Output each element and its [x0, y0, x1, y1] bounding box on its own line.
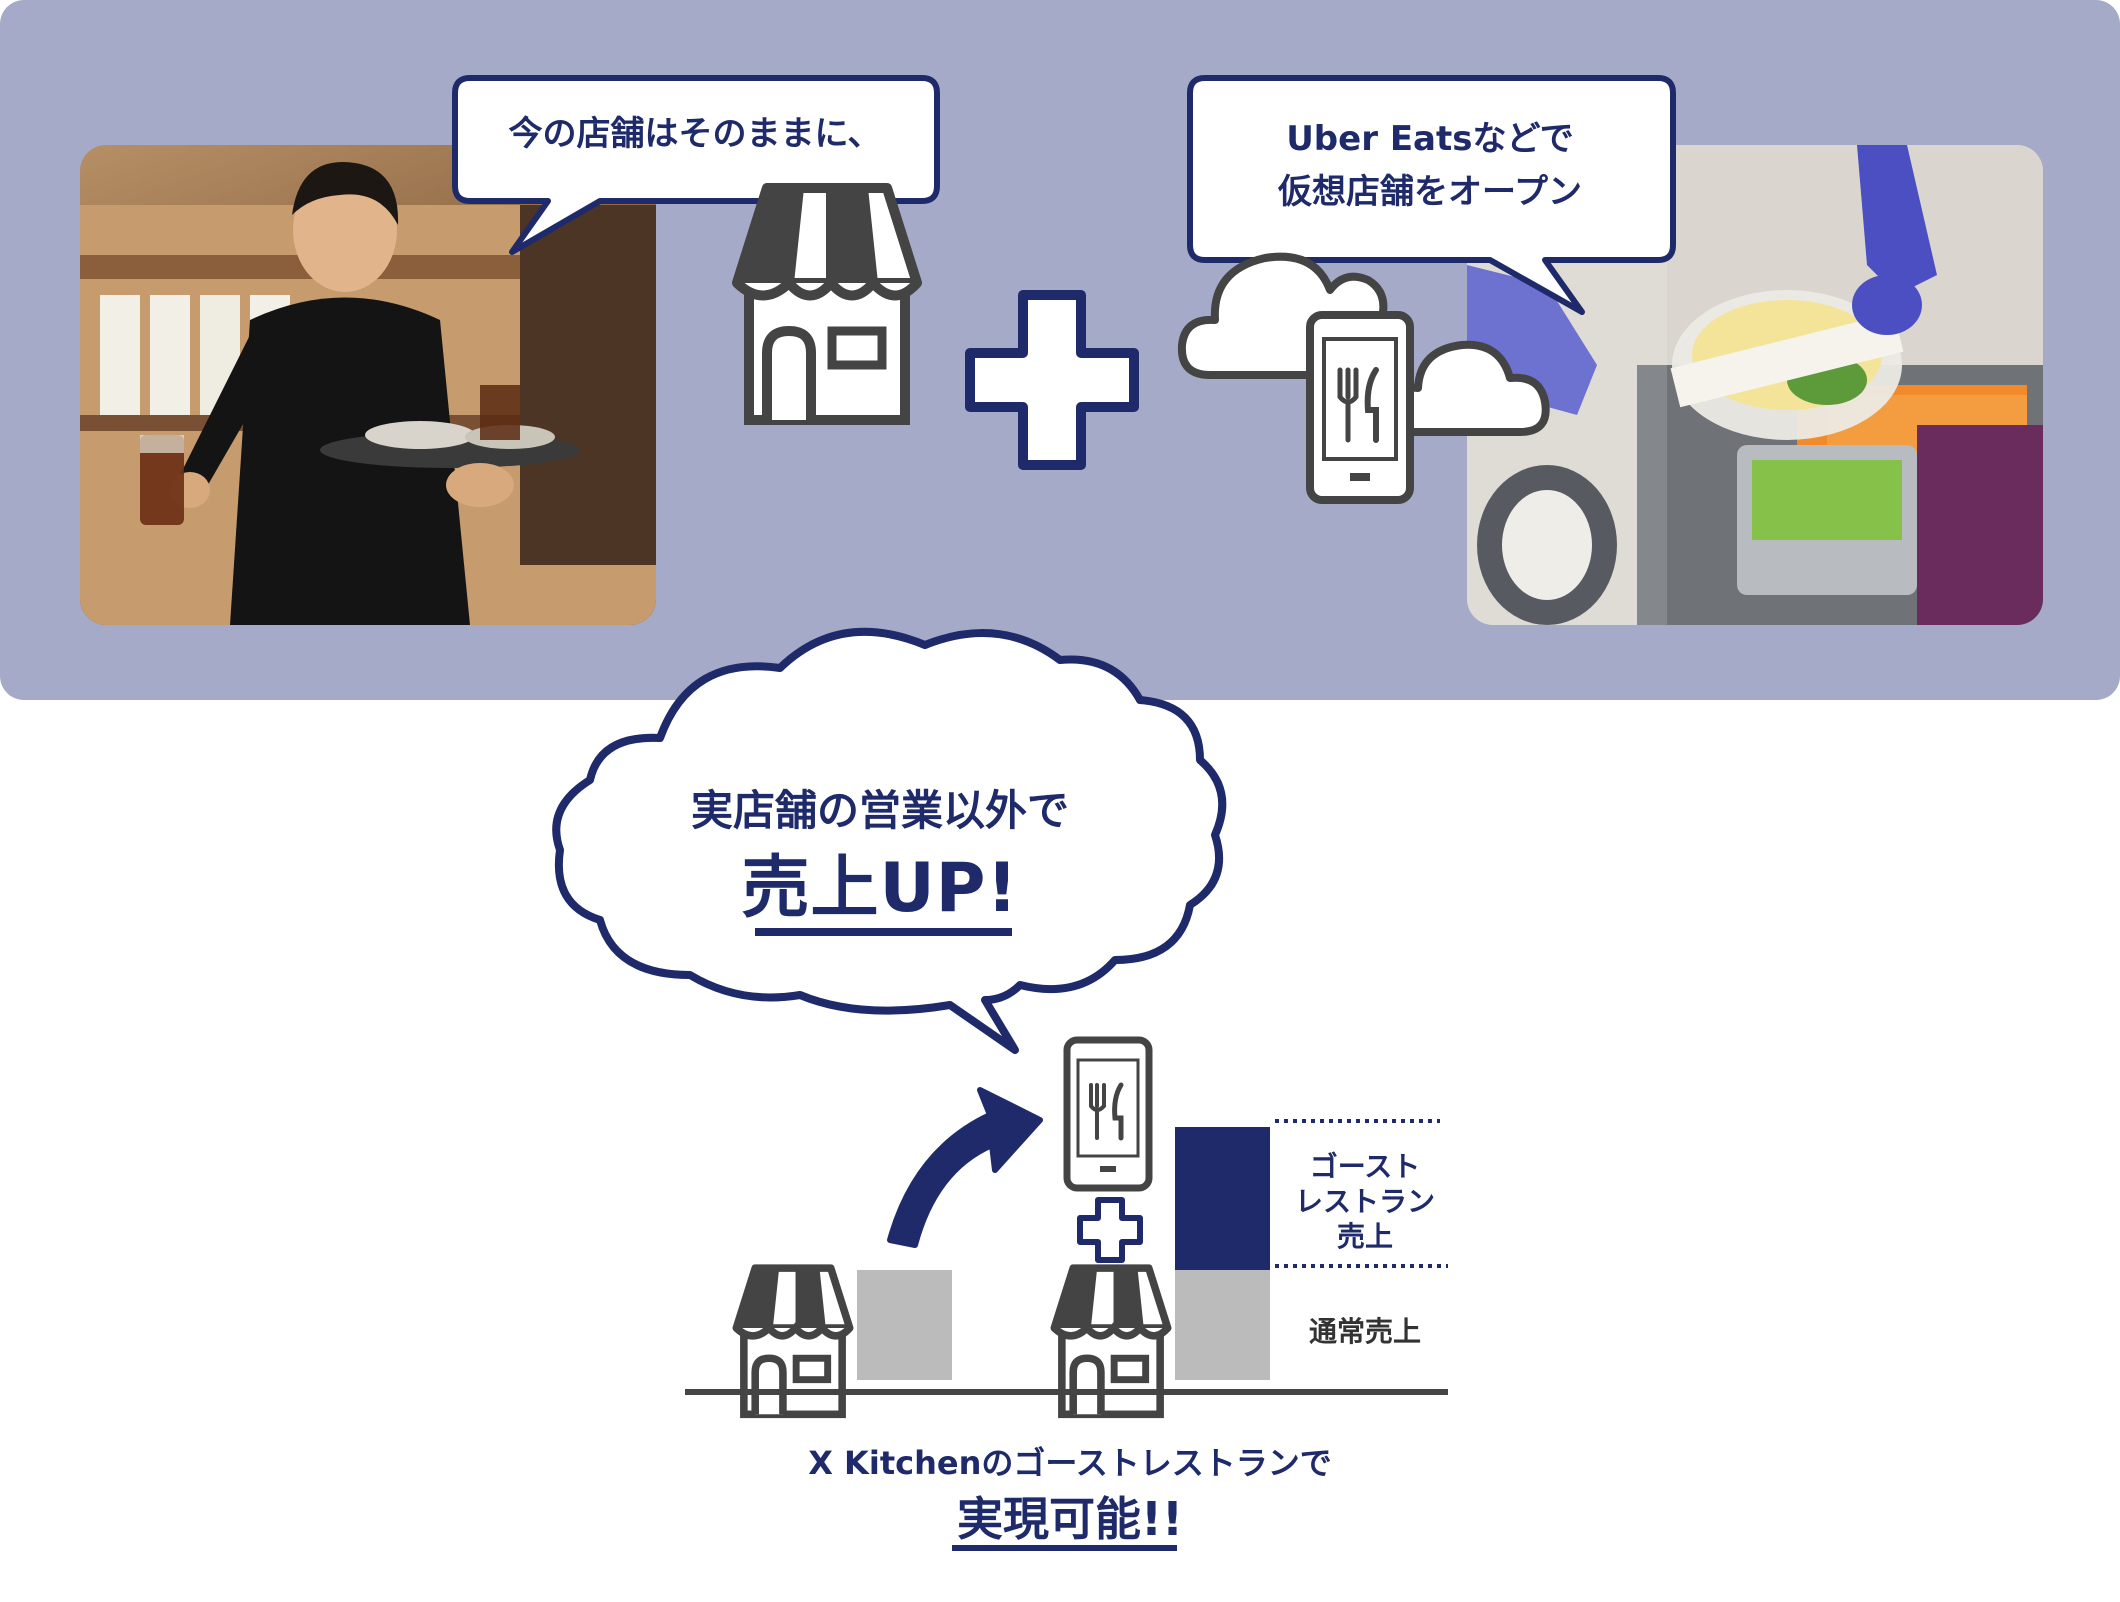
footer-text-line1: X Kitchenのゴーストレストランで — [808, 1444, 1332, 1482]
bubble-text-right-line1: Uber Eatsなどで — [1286, 119, 1574, 159]
waiter-illustration — [80, 162, 656, 625]
speech-bubble-right — [1187, 75, 1676, 315]
phone-icon — [1063, 1036, 1153, 1192]
plus-icon — [965, 290, 1139, 470]
footer-text-line2: 実現可能!! — [957, 1492, 1183, 1546]
baseline — [685, 1389, 1448, 1395]
thought-cloud — [552, 627, 1227, 1054]
underline — [755, 928, 1012, 936]
bubble-text-right-line2: 仮想店舗をオープン — [1278, 172, 1582, 212]
normal-sales-label: 通常売上 — [1308, 1315, 1421, 1348]
arrow-icon — [887, 1087, 1043, 1248]
ghost-sales-label-line1: ゴースト — [1309, 1150, 1421, 1183]
kitchen-illustration — [1467, 145, 2043, 625]
cloud-text-line1: 実店舗の営業以外で — [690, 786, 1069, 835]
bar-group — [857, 1127, 1270, 1380]
bar-normal-sales — [857, 1270, 952, 1380]
bar-ghost-sales — [1175, 1127, 1270, 1270]
store-icon — [732, 183, 922, 425]
bar-normal-sales — [1175, 1270, 1270, 1380]
small-plus-icon — [1077, 1197, 1143, 1263]
phone-icon — [1306, 311, 1414, 504]
speech-bubble-left — [452, 75, 940, 255]
photo-kitchen — [1467, 145, 2043, 625]
store-icon — [1050, 1264, 1172, 1419]
cloud-text-line2: 売上UP! — [741, 849, 1019, 928]
underline — [952, 1545, 1177, 1551]
ghost-sales-label-line3: 売上 — [1336, 1220, 1393, 1253]
bubble-text-left: 今の店舗はそのままに、 — [508, 114, 882, 154]
store-icon — [732, 1264, 854, 1419]
ghost-sales-label-line2: レストラン — [1294, 1185, 1435, 1218]
